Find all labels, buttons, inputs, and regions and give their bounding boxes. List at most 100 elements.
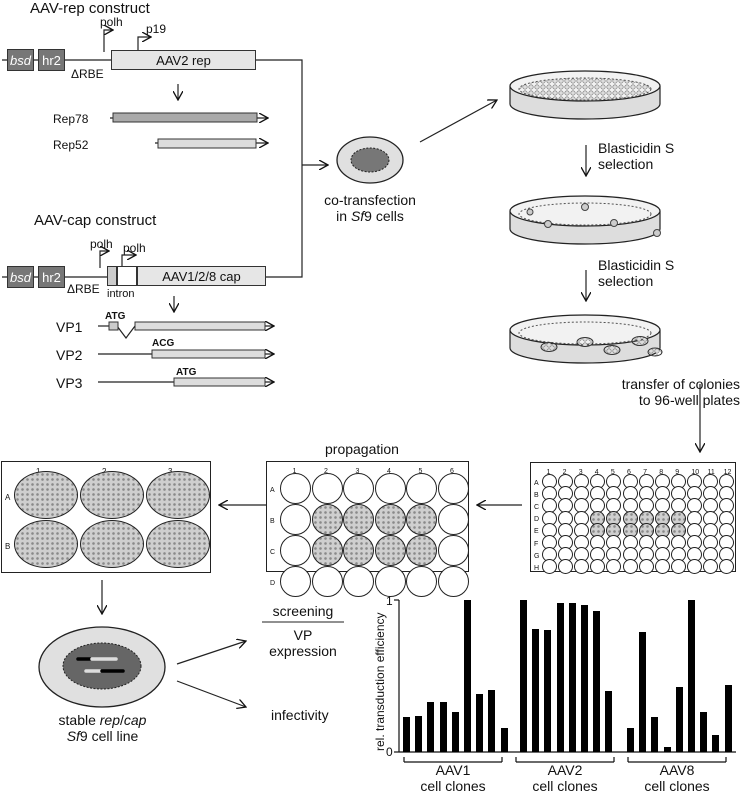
- plate-6-well: 123AB: [1, 461, 211, 573]
- vp2-bar: [151, 349, 266, 359]
- plate96-well: [558, 559, 574, 575]
- plate24-well: [437, 566, 469, 597]
- cap-intron-box: [117, 266, 137, 286]
- rep-gene-box: AAV2 rep: [111, 50, 256, 70]
- chart-bar-aav8: [712, 735, 720, 752]
- plate96-col-label: 3: [578, 469, 583, 476]
- plate96-row-label: A: [534, 479, 539, 487]
- vp3-bar: [173, 377, 266, 387]
- plate24-well: [311, 473, 343, 504]
- plate96-well: [574, 559, 590, 575]
- chart-bar-aav2: [532, 628, 540, 752]
- plate96-row-label: E: [534, 528, 539, 536]
- plate96-row-label: D: [534, 516, 540, 524]
- plate96-well: [654, 522, 670, 538]
- plate24-well: [311, 535, 343, 566]
- plate24-well: [406, 535, 437, 566]
- rep52-bar: [157, 138, 257, 149]
- chart-bar-aav1: [488, 689, 496, 752]
- plate24-row-label: A: [270, 486, 275, 494]
- vp3-label: VP3: [56, 375, 83, 391]
- cap-exon-box: [107, 266, 117, 286]
- chart-bar-aav2: [605, 691, 613, 752]
- plate6-well: [146, 520, 210, 568]
- bracket-arrow: [290, 59, 328, 278]
- chart-bar-aav8: [627, 727, 634, 752]
- ytick-0: 0: [386, 745, 393, 759]
- plate96-well: [654, 510, 670, 526]
- plate96-well: [622, 559, 638, 575]
- rep-hr2-box: hr2: [38, 49, 65, 71]
- rep-p19-label: p19: [146, 22, 167, 36]
- plate96-col-label: 11: [707, 469, 715, 476]
- chart-bar-aav1: [415, 715, 423, 752]
- chart-bar-aav2: [520, 600, 527, 752]
- rep-rbe-label: ΔRBE: [71, 67, 104, 81]
- plate96-row-label: H: [534, 564, 540, 572]
- plate96-col-label: 7: [643, 469, 647, 476]
- rep78-label: Rep78: [53, 112, 89, 126]
- plate96-well: [686, 559, 702, 575]
- integrated-constructs: [76, 657, 125, 673]
- vp2-start-codon: ACG: [152, 338, 175, 349]
- plate24-well: [280, 504, 311, 535]
- chart-bar-aav8: [724, 685, 732, 752]
- plate24-row-label: B: [270, 517, 275, 525]
- plate96-well: [703, 559, 718, 575]
- chart-bar-aav2: [544, 630, 552, 752]
- plate24-well: [406, 566, 437, 597]
- plate24-well: [343, 473, 374, 504]
- plate6-row-label: A: [5, 493, 11, 502]
- cap-polh-label-1: polh: [90, 237, 113, 251]
- plate24-well: [437, 504, 469, 535]
- cap-bsd-box: bsd: [7, 266, 34, 288]
- plate24-well: [406, 504, 437, 535]
- plate24-well: [280, 566, 311, 597]
- chart-bar-aav8: [663, 747, 671, 752]
- plate24-well: [343, 504, 374, 535]
- dish-sparse: [509, 195, 661, 245]
- cap-gene-box: AAV1/2/8 cap: [137, 266, 266, 286]
- plate96-row-label: F: [534, 540, 539, 548]
- plate96-well: [638, 559, 654, 575]
- plate96-well: [654, 559, 670, 575]
- plate6-well: [14, 471, 78, 519]
- plate24-well: [280, 473, 311, 504]
- vp1-bar: [134, 321, 266, 331]
- chart-axes: [394, 599, 736, 763]
- vp1-exon: [108, 321, 119, 331]
- plate24-well: [311, 504, 343, 535]
- plate6-well: [80, 520, 144, 568]
- chart-bar-aav1: [476, 694, 484, 752]
- chart-bar-aav2: [581, 604, 588, 752]
- plate24-well: [311, 566, 343, 597]
- plate96-well: [622, 522, 638, 538]
- plate24-row-label: D: [270, 579, 276, 587]
- chart-bar-aav1: [427, 701, 435, 752]
- dish-confluent: [509, 70, 661, 120]
- rep-construct-backbone: [2, 30, 290, 143]
- vp1-start-codon: ATG: [105, 311, 126, 322]
- chart-ylabel: rel. transduction efficiency: [373, 612, 387, 751]
- chart-bar-aav1: [500, 727, 508, 752]
- plate6-well: [80, 471, 144, 519]
- arrow-to-screening: [176, 641, 246, 665]
- sf9-nucleus: [350, 147, 390, 173]
- plate96-col-label: 6: [627, 469, 631, 476]
- ytick-1: 1: [386, 594, 393, 608]
- plate24-well: [374, 473, 406, 504]
- plate96-col-label: 2: [562, 469, 567, 476]
- rep-polh-label: polh: [100, 15, 123, 29]
- plate24-col-label: 5: [418, 468, 423, 475]
- stable-nucleus: [62, 642, 142, 690]
- chart-bar-aav2: [568, 603, 576, 752]
- plate96-well: [590, 522, 606, 538]
- plate96-col-label: 4: [594, 469, 599, 476]
- chart-bar-aav8: [639, 631, 647, 752]
